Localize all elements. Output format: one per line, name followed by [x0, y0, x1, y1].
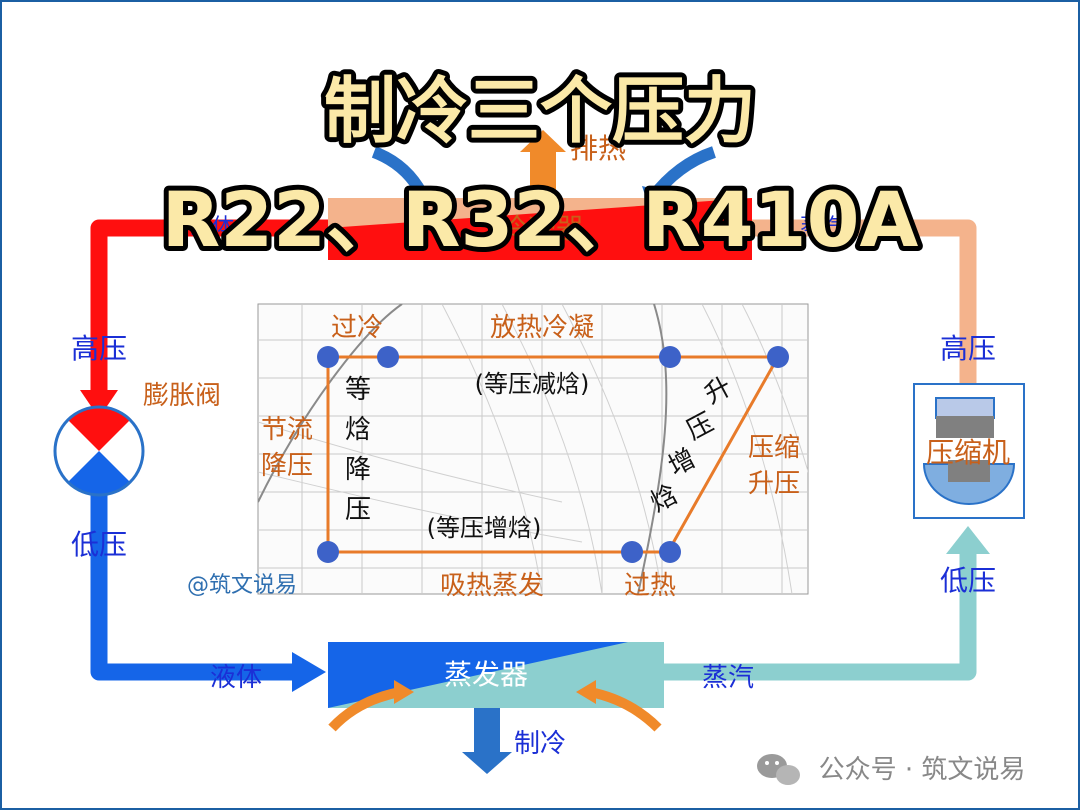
heat-out-label: 排热	[570, 132, 626, 165]
left-high-pressure-label: 高压	[71, 332, 127, 365]
throttle-label: 节流 降压	[261, 415, 313, 481]
pipe-low-liquid	[90, 488, 294, 681]
compressor-label: 压缩机	[926, 436, 1010, 469]
isenthalpic-label: 等 焓 降 压	[345, 375, 371, 525]
evaporator-label: 蒸发器	[444, 658, 528, 691]
right-low-pressure-label: 低压	[940, 564, 996, 597]
arrow-down-red	[80, 390, 118, 418]
wechat-icon	[757, 754, 800, 785]
pipe-high-vapor	[748, 219, 977, 384]
ph-diagram: 过冷 放热冷凝 (等压减焓) 等 焓 降 压 节流 降压 升 压 增 焓 压缩 …	[187, 303, 809, 601]
svg-text:焓: 焓	[345, 415, 371, 445]
evaporator-left-text: 液体	[210, 663, 262, 693]
title-line-2: R22、R32、R410A	[162, 175, 919, 264]
credit-label: @筑文说易	[187, 573, 297, 598]
svg-text:压缩: 压缩	[748, 433, 800, 463]
right-high-pressure-label: 高压	[940, 332, 996, 365]
evaporator: 蒸发器 液体 蒸汽 制冷	[210, 642, 754, 774]
compress-label: 压缩 升压	[748, 433, 800, 499]
arrow-right-blue	[292, 652, 326, 692]
arrow-up-teal	[946, 526, 990, 554]
state-point-7	[659, 541, 681, 563]
title-line-1: 制冷三个压力	[324, 69, 756, 153]
condenser-right-text: 蒸汽	[800, 215, 844, 240]
svg-text:降压: 降压	[261, 451, 313, 481]
expansion-valve	[53, 405, 145, 497]
isobaric-cool-label: (等压减焓)	[475, 370, 590, 398]
condenser-left-text: 液体	[190, 215, 234, 240]
svg-text:压: 压	[345, 495, 371, 525]
pipe-low-vapor	[664, 554, 977, 681]
svg-text:节流: 节流	[261, 415, 313, 445]
evaporator-right-text: 蒸汽	[702, 663, 754, 693]
cooling-arrow	[462, 708, 512, 774]
condense-label: 放热冷凝	[490, 313, 594, 343]
state-point-3	[659, 346, 681, 368]
footer-watermark: 公众号 · 筑文说易	[757, 754, 1025, 785]
left-low-pressure-label: 低压	[71, 528, 127, 561]
heat-out-arrow	[520, 130, 566, 198]
condenser: 液体 冷凝器 蒸汽 排热	[190, 130, 844, 260]
ph-grid	[258, 304, 808, 594]
state-point-5	[317, 541, 339, 563]
expansion-valve-label: 膨胀阀	[143, 381, 221, 411]
state-point-6	[621, 541, 643, 563]
evaporate-label: 吸热蒸发	[440, 571, 544, 601]
warm-air-arrow-left	[328, 687, 401, 732]
svg-text:升压: 升压	[748, 469, 800, 499]
footer-text: 公众号 · 筑文说易	[819, 755, 1026, 785]
condenser-label: 冷凝器	[500, 212, 584, 245]
state-point-4	[767, 346, 789, 368]
state-point-1	[317, 346, 339, 368]
cycle-state-points	[317, 346, 789, 563]
warm-air-arrow-right	[588, 687, 662, 732]
superheat-label: 过热	[624, 571, 676, 601]
pipe-high-liquid	[90, 219, 332, 402]
svg-text:等: 等	[345, 375, 371, 405]
state-point-2	[377, 346, 399, 368]
compressor: 压缩机	[913, 383, 1025, 519]
isobaric-heat-label: (等压增焓)	[427, 514, 542, 542]
svg-text:降: 降	[345, 455, 371, 485]
subcool-label: 过冷	[331, 313, 383, 343]
cooling-label: 制冷	[514, 729, 566, 759]
